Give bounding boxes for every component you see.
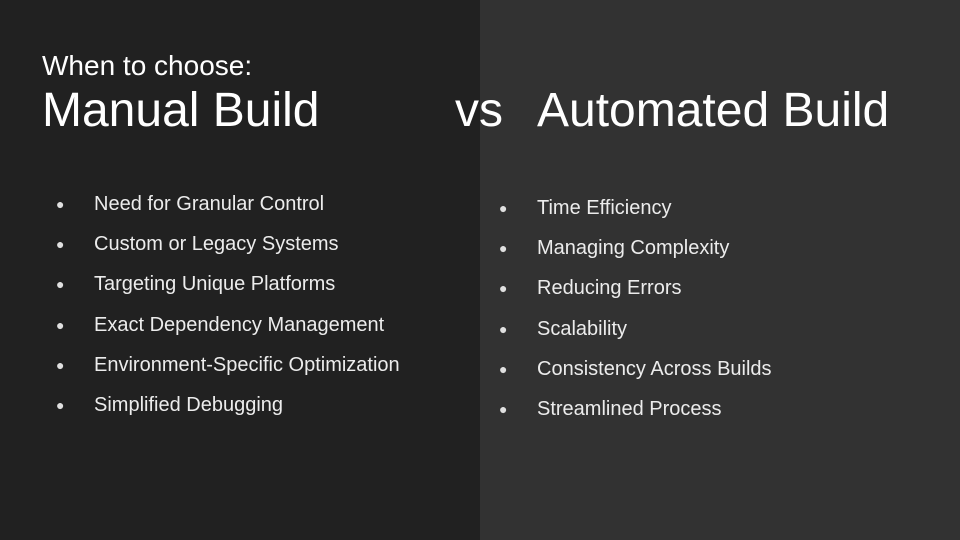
list-item-text: Custom or Legacy Systems	[94, 233, 339, 256]
list-item-text: Need for Granular Control	[94, 193, 325, 215]
list-item-text: Exact Dependency Management	[94, 313, 385, 336]
bullet-icon: ●	[56, 396, 65, 413]
list-item: ● Custom or Legacy Systems	[56, 230, 400, 270]
list-item-text: Time Efficiency	[537, 197, 672, 219]
list-item: ● Need for Granular Control	[56, 190, 400, 230]
manual-build-title: Manual Build	[42, 84, 320, 137]
list-item: ● Simplified Debugging	[56, 391, 400, 431]
automated-build-list: ● Time Efficiency ● Managing Complexity ● R…	[499, 194, 772, 435]
list-item: ● Exact Dependency Management	[56, 311, 400, 351]
bullet-icon: ●	[499, 400, 508, 417]
list-item: ● Environment-Specific Optimization	[56, 351, 400, 391]
list-item-text: Managing Complexity	[537, 237, 730, 260]
bullet-icon: ●	[56, 356, 65, 373]
bullet-icon: ●	[499, 200, 508, 216]
list-item-text: Streamlined Process	[537, 397, 722, 420]
list-item-text: Simplified Debugging	[94, 393, 284, 416]
bullet-icon: ●	[56, 276, 65, 293]
list-item-text: Scalability	[537, 317, 628, 340]
list-item-text: Environment-Specific Optimization	[94, 353, 400, 376]
bullet-icon: ●	[56, 316, 65, 333]
list-item: ● Consistency Across Builds	[499, 355, 772, 395]
list-item: ● Streamlined Process	[499, 395, 772, 435]
bullet-icon: ●	[56, 236, 65, 253]
bullet-icon: ●	[499, 360, 508, 377]
bullet-icon: ●	[56, 196, 65, 212]
list-item-text: Consistency Across Builds	[537, 357, 772, 380]
versus-label: vs	[455, 84, 503, 137]
list-item: ● Managing Complexity	[499, 234, 772, 274]
automated-panel-background	[480, 0, 960, 540]
bullet-icon: ●	[499, 280, 508, 297]
list-item: ● Time Efficiency	[499, 194, 772, 234]
bullet-icon: ●	[499, 240, 508, 257]
list-item: ● Targeting Unique Platforms	[56, 270, 400, 310]
list-item-text: Targeting Unique Platforms	[94, 273, 336, 296]
slide-subtitle: When to choose:	[42, 50, 253, 81]
list-item: ● Reducing Errors	[499, 274, 772, 314]
manual-build-list: ● Need for Granular Control ● Custom or Le…	[56, 190, 400, 431]
automated-build-title: Automated Build	[537, 84, 890, 137]
manual-panel-background	[0, 0, 480, 540]
list-item: ● Scalability	[499, 315, 772, 355]
bullet-icon: ●	[499, 320, 508, 337]
list-item-text: Reducing Errors	[537, 277, 682, 300]
